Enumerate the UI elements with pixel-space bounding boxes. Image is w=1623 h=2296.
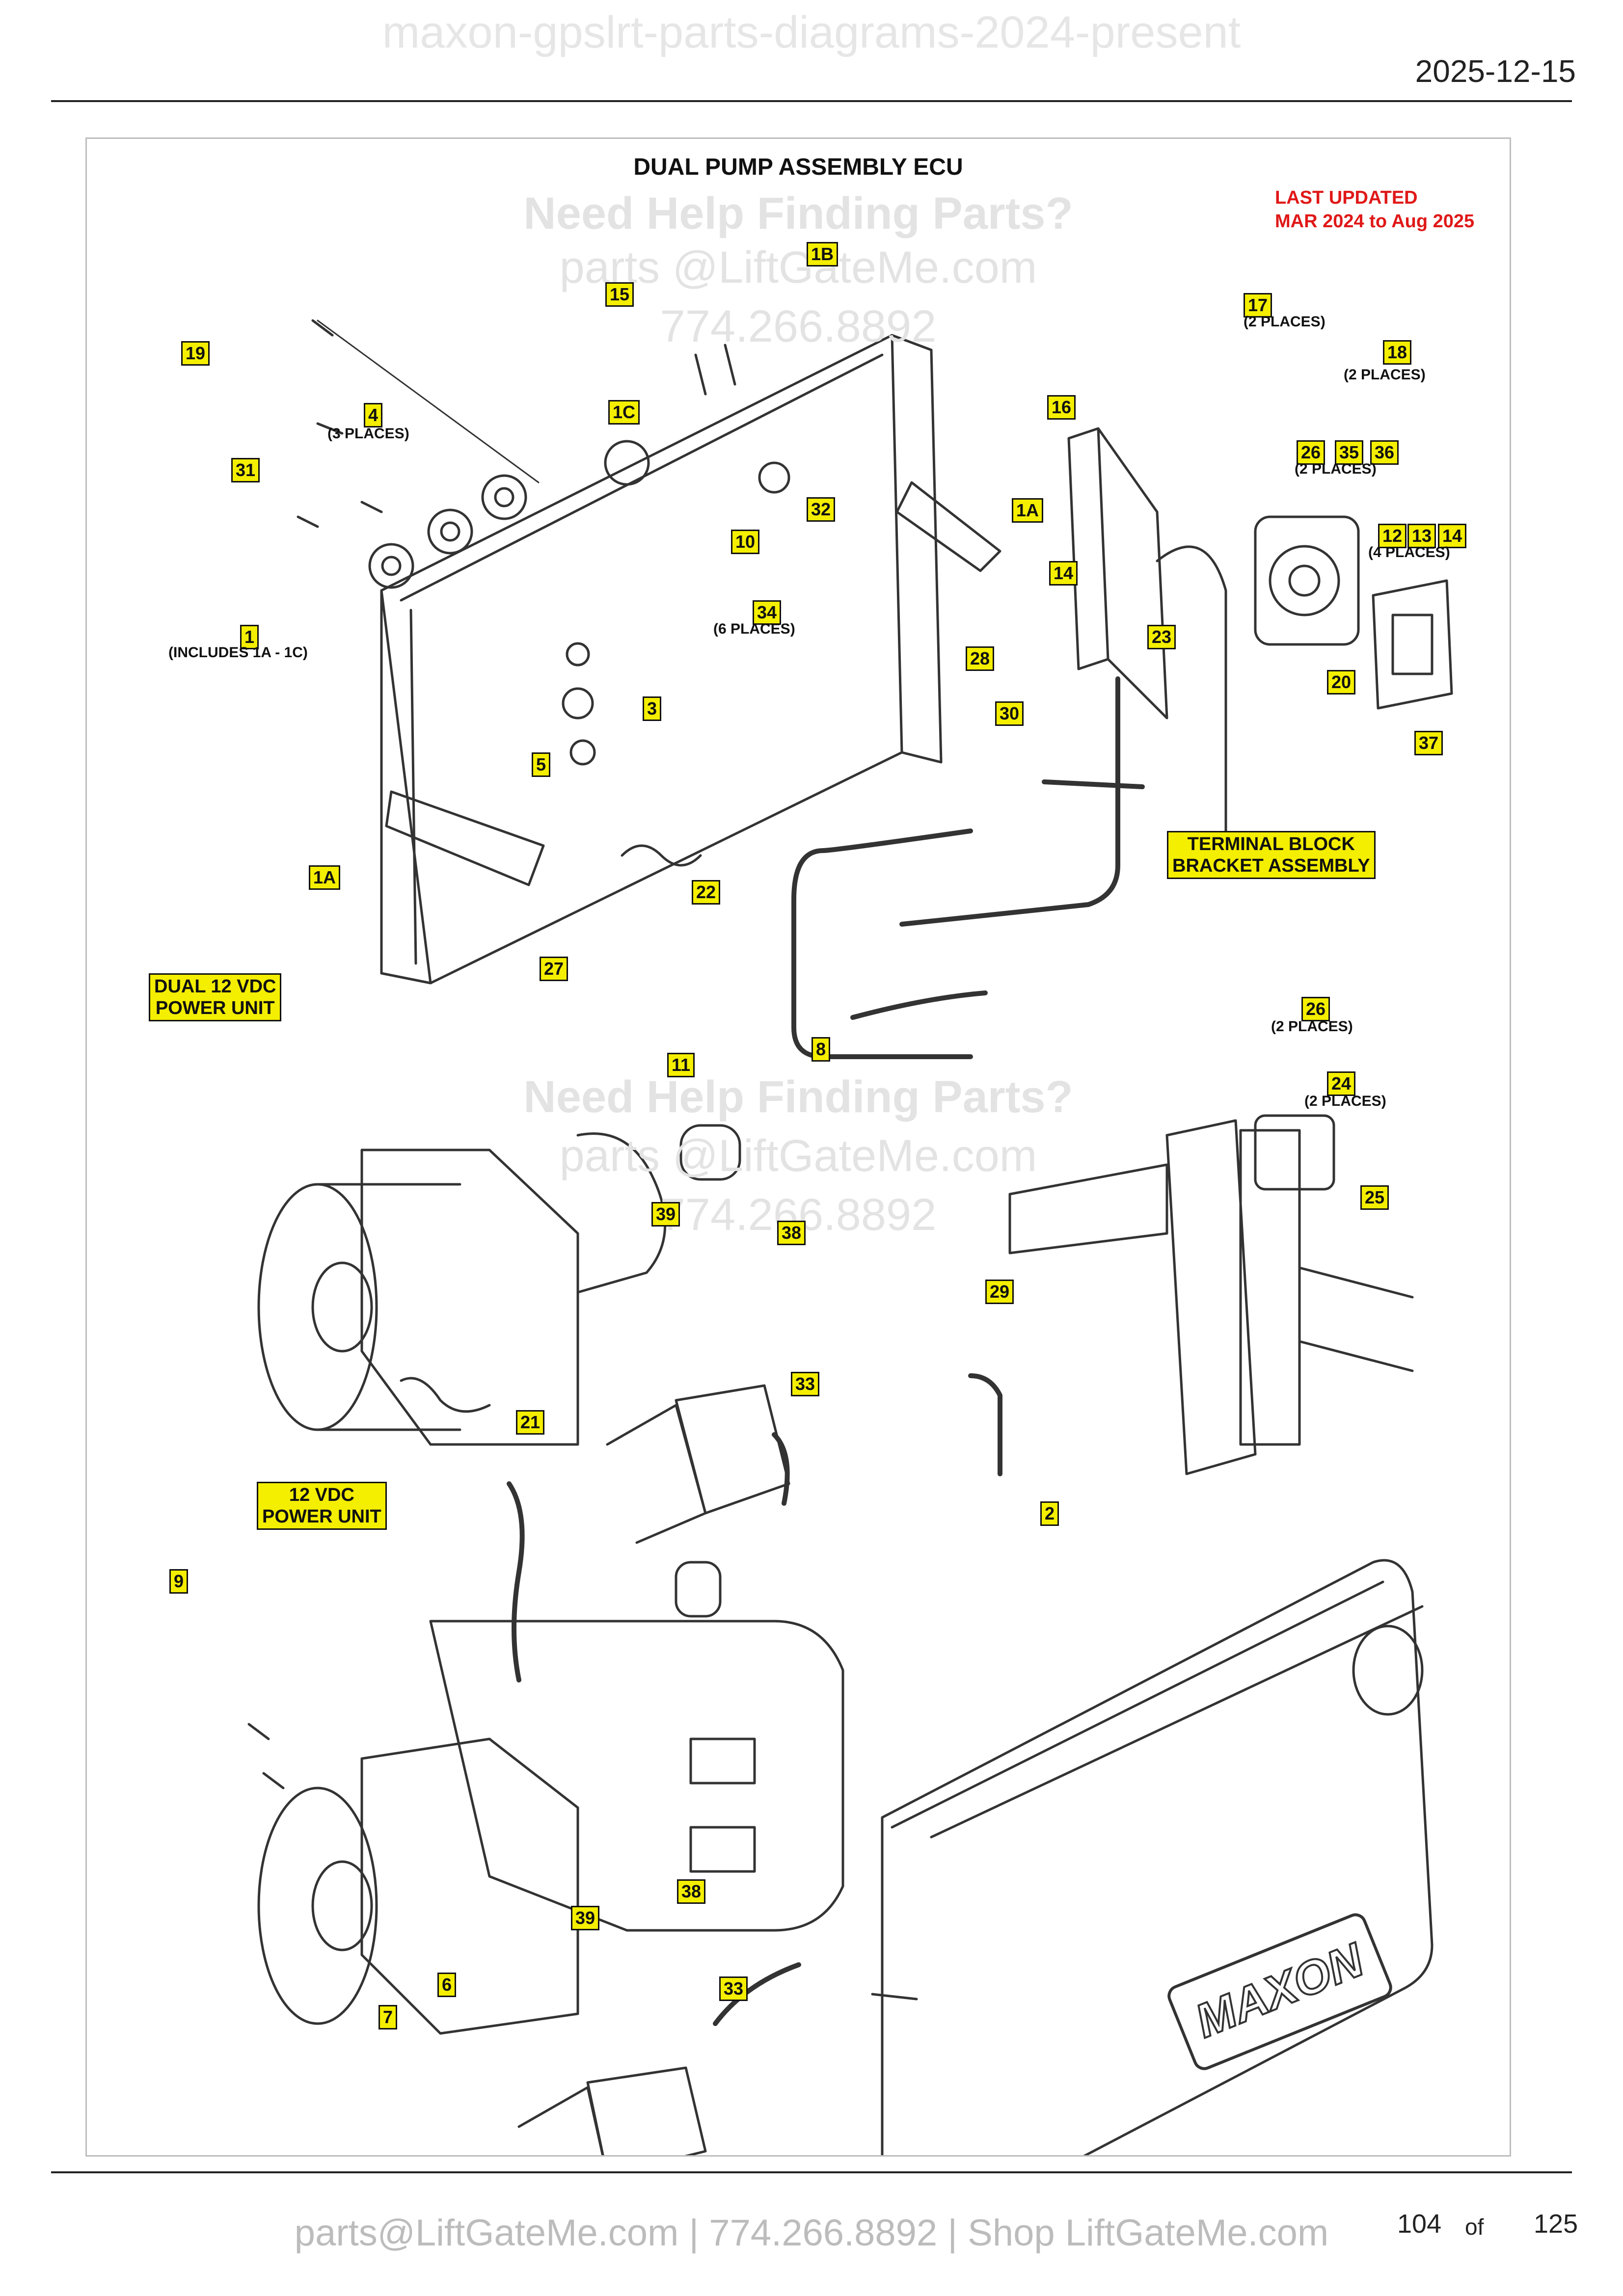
callout-18: 18 <box>1383 340 1412 365</box>
callout-10: 10 <box>731 530 760 554</box>
dual-power-unit-drawing <box>257 1124 741 1446</box>
disconnect-bracket-drawing <box>1067 427 1453 867</box>
callout-1: 1 <box>240 625 259 649</box>
terminal-block-label-line1: TERMINAL BLOCK <box>1187 834 1355 854</box>
dual-power-unit-label: DUAL 12 VDC POWER UNIT <box>149 973 282 1021</box>
page-total: 125 <box>1534 2209 1578 2239</box>
page-of-label: of <box>1465 2214 1484 2240</box>
callout-15: 15 <box>605 282 634 307</box>
callout-24: 24 <box>1327 1071 1356 1096</box>
footer-contact: parts@LiftGateMe.com | 774.266.8892 | Sh… <box>294 2212 1329 2254</box>
callout-31: 31 <box>231 458 260 482</box>
callout-39-bottom: 39 <box>571 1906 600 1930</box>
callout-3: 3 <box>643 696 662 721</box>
dual-power-unit-label-line1: DUAL 12 VDC <box>154 976 276 997</box>
callout-7: 7 <box>379 2005 398 2029</box>
callout-25: 25 <box>1360 1185 1389 1210</box>
note-includes: (INCLUDES 1A - 1C) <box>168 644 308 661</box>
callout-30: 30 <box>995 701 1024 726</box>
callout-38-bottom: 38 <box>677 1879 706 1904</box>
last-updated-note: LAST UPDATED MAR 2024 to Aug 2025 <box>1275 186 1474 233</box>
callout-16: 16 <box>1047 395 1076 420</box>
ecu-enclosure-drawing <box>380 334 943 985</box>
callout-12: 12 <box>1378 524 1407 548</box>
callout-20: 20 <box>1327 670 1356 694</box>
callout-38-top: 38 <box>777 1221 806 1245</box>
page-number: 104 <box>1397 2209 1442 2239</box>
last-updated-line1: LAST UPDATED <box>1275 187 1418 208</box>
watermark-phone-1: 774.266.8892 <box>660 301 937 351</box>
callout-14-right: 14 <box>1438 524 1467 548</box>
callout-36: 36 <box>1370 440 1399 465</box>
callout-4: 4 <box>364 403 383 427</box>
watermark-email-1: parts @LiftGateMe.com <box>559 242 1037 293</box>
callout-1a-left: 1A <box>309 865 341 890</box>
terminal-block-label: TERMINAL BLOCK BRACKET ASSEMBLY <box>1167 831 1376 879</box>
note-2-places-26b: (2 PLACES) <box>1271 1018 1353 1035</box>
callout-6: 6 <box>437 1973 457 1997</box>
callout-2: 2 <box>1040 1501 1059 1526</box>
single-power-unit-label-line2: POWER UNIT <box>262 1506 381 1527</box>
callout-1c: 1C <box>608 400 640 425</box>
watermark-help-1: Need Help Finding Parts? <box>523 188 1073 239</box>
callout-22: 22 <box>692 880 721 905</box>
page-date: 2025-12-15 <box>1415 53 1576 89</box>
single-power-unit-label-line1: 12 VDC <box>289 1485 354 1505</box>
terminal-block-label-line2: BRACKET ASSEMBLY <box>1172 855 1370 876</box>
handle-drawing <box>385 481 1001 886</box>
callout-5: 5 <box>532 752 551 777</box>
diagram-title: DUAL PUMP ASSEMBLY ECU <box>633 154 963 180</box>
callout-28: 28 <box>966 646 995 671</box>
footer-rule <box>51 2171 1572 2173</box>
note-2-places-18: (2 PLACES) <box>1344 367 1426 383</box>
grommets-drawing <box>368 474 527 589</box>
callout-37: 37 <box>1414 731 1443 755</box>
watermark-help-2: Need Help Finding Parts? <box>523 1072 1073 1122</box>
header-rule <box>51 100 1572 102</box>
callout-34: 34 <box>753 600 782 625</box>
callout-1a-right: 1A <box>1012 498 1044 523</box>
note-3-places: (3 PLACES) <box>327 426 409 442</box>
callout-11: 11 <box>667 1053 695 1077</box>
note-2-places-17: (2 PLACES) <box>1244 314 1325 330</box>
callout-14-left: 14 <box>1049 561 1078 586</box>
callout-1b: 1B <box>807 242 839 267</box>
callout-26-top: 26 <box>1297 440 1325 465</box>
dual-power-unit-label-line2: POWER UNIT <box>155 998 275 1018</box>
screws-drawing <box>297 319 736 528</box>
single-power-unit-label: 12 VDC POWER UNIT <box>257 1482 387 1530</box>
callout-19: 19 <box>181 341 210 366</box>
callout-9: 9 <box>169 1569 189 1594</box>
terminal-covers-drawing <box>517 1384 790 2155</box>
watermark-email-2: parts @LiftGateMe.com <box>559 1131 1037 1181</box>
note-6-places: (6 PLACES) <box>713 621 795 637</box>
watermark-title: maxon-gpslrt-parts-diagrams-2024-present <box>382 7 1241 57</box>
single-power-unit-drawing <box>247 1561 844 2035</box>
note-2-places-24: (2 PLACES) <box>1304 1093 1386 1109</box>
note-4-places: (4 PLACES) <box>1368 544 1450 561</box>
callout-13: 13 <box>1407 524 1436 548</box>
ecu-cover-drawing <box>871 1559 1434 2155</box>
callout-21: 21 <box>516 1410 545 1435</box>
callout-33-top: 33 <box>791 1372 820 1396</box>
callout-32: 32 <box>807 497 836 522</box>
cables-drawing <box>507 676 1145 2026</box>
terminal-block-drawing <box>1008 1114 1414 1475</box>
parts-diagram-drawing <box>247 319 1453 2155</box>
note-2-places-26: (2 PLACES) <box>1295 461 1377 477</box>
callout-8: 8 <box>812 1037 831 1062</box>
callout-29: 29 <box>985 1280 1014 1304</box>
callout-33-bottom: 33 <box>719 1976 748 2001</box>
last-updated-range: MAR 2024 to Aug 2025 <box>1275 211 1475 232</box>
callout-23: 23 <box>1147 625 1176 649</box>
callout-27: 27 <box>540 957 568 981</box>
callout-26-terminal: 26 <box>1301 997 1330 1021</box>
callout-39-top: 39 <box>651 1202 680 1227</box>
callout-35: 35 <box>1335 440 1364 465</box>
callout-17: 17 <box>1244 293 1272 318</box>
diagram-frame: DUAL PUMP ASSEMBLY ECU LAST UPDATED MAR … <box>85 137 1511 2157</box>
